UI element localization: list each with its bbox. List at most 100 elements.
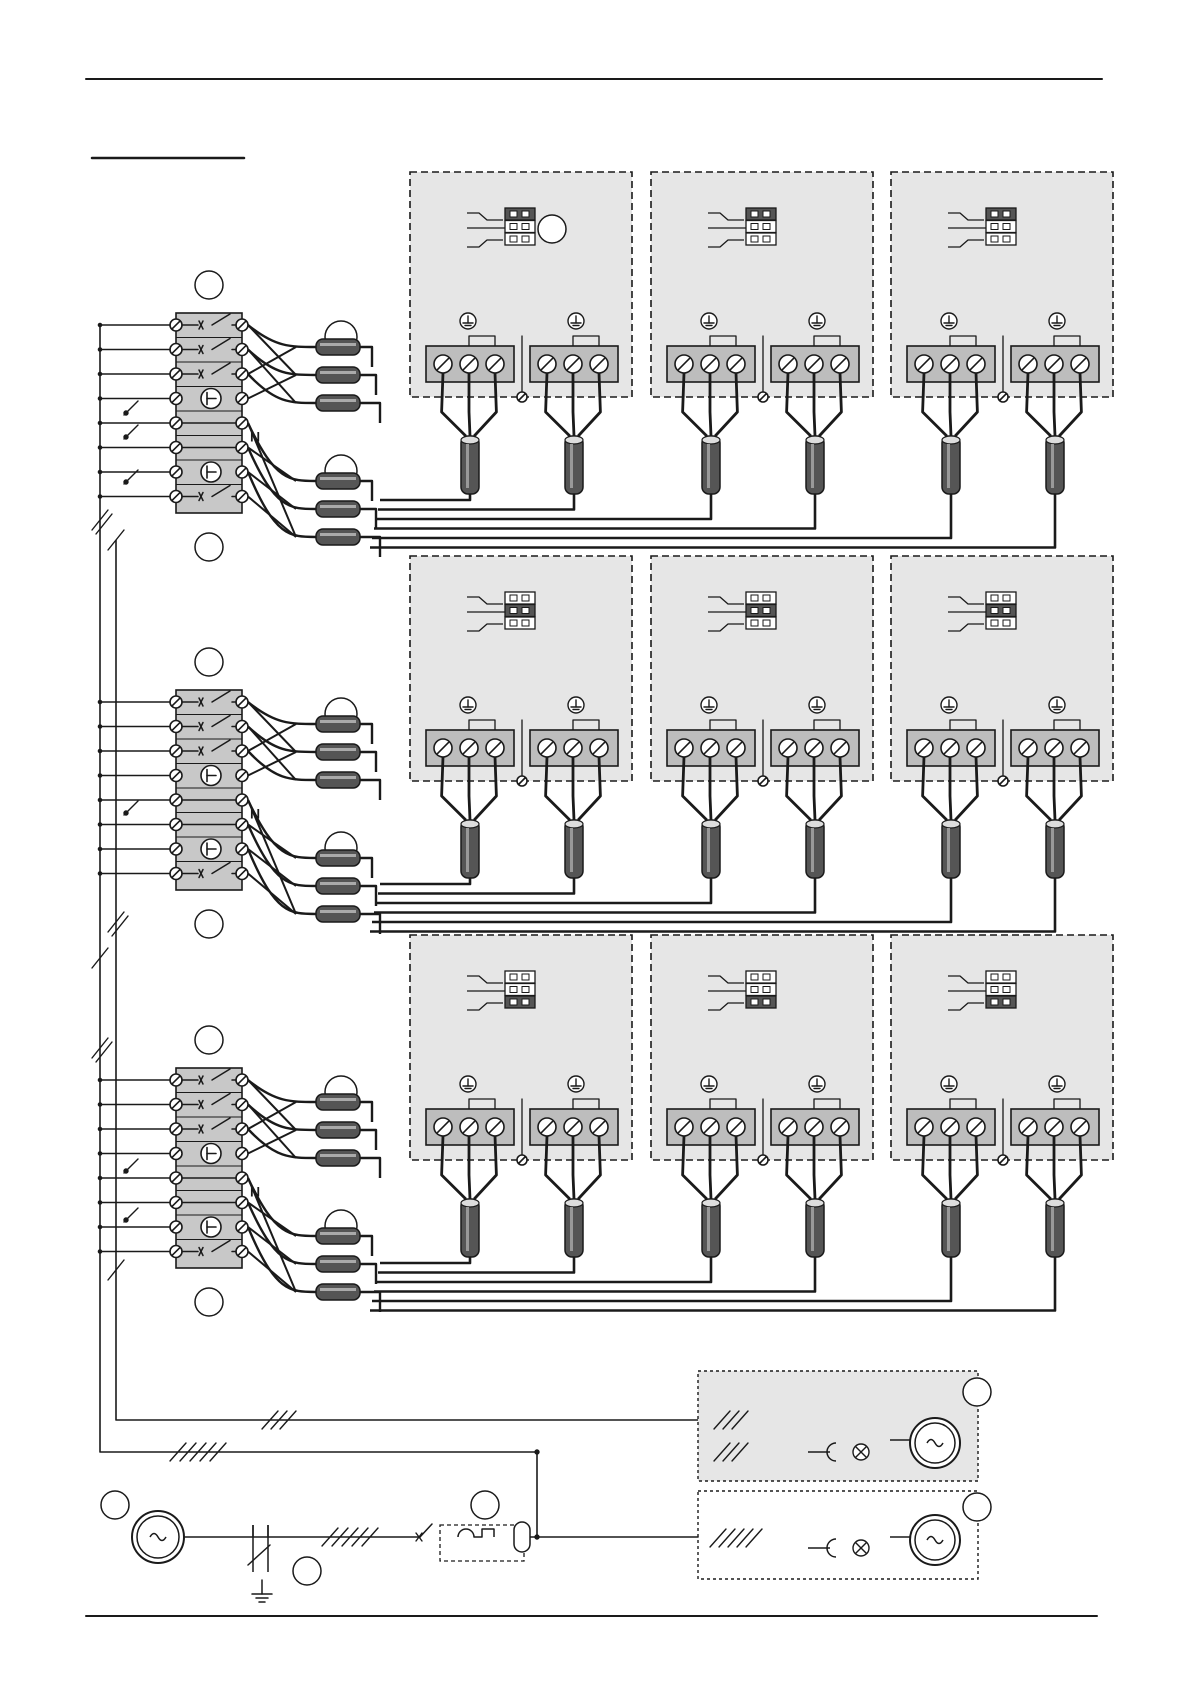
jumper-pin: [1003, 211, 1010, 217]
cable-core: [573, 757, 574, 820]
conductor-hatch: [322, 1528, 378, 1546]
jumper-pin: [751, 211, 758, 217]
jumper-pin: [522, 224, 529, 230]
screw-terminal-icon: [170, 1172, 182, 1184]
screw-terminal-icon: [758, 776, 768, 786]
cable-core: [950, 373, 951, 436]
jumper-pin: [1003, 595, 1010, 601]
screw-terminal-icon: [1019, 739, 1037, 757]
screw-terminal-icon: [831, 1118, 849, 1136]
screw-terminal-icon: [779, 355, 797, 373]
gland-body: [565, 436, 583, 494]
feed-cable: [378, 494, 574, 510]
junction-dot: [98, 323, 102, 327]
screw-terminal-icon: [758, 1155, 768, 1165]
ferrule-wire: [360, 347, 372, 367]
screw-terminal-icon: [170, 344, 182, 356]
terminal-block-2: [530, 720, 618, 878]
callout-circle: [195, 533, 223, 561]
screw-terminal-icon: [170, 1074, 182, 1086]
gland-shine: [1051, 828, 1054, 872]
jumper-pin: [510, 595, 517, 601]
fuse-cartridge: [514, 1522, 530, 1552]
ferrule: [316, 744, 360, 760]
cable-gland: [942, 1199, 960, 1257]
screw-terminal-icon: [486, 739, 504, 757]
cable-core: [1054, 1136, 1055, 1199]
terminal-block-1: [667, 336, 755, 494]
cross-wire: [248, 1178, 296, 1292]
callout-circle: [195, 910, 223, 938]
junction-dot: [98, 397, 102, 401]
jumper-pin: [763, 236, 770, 242]
cable-gland: [942, 436, 960, 494]
screw-terminal-icon: [170, 721, 182, 733]
cable-core: [469, 373, 470, 436]
junction-dot: [98, 1225, 102, 1229]
jumper-pin: [751, 224, 758, 230]
jumper-pin: [763, 595, 770, 601]
ferrule-shine: [320, 1260, 356, 1263]
jumper-pin: [751, 236, 758, 242]
screw-terminal-icon: [236, 368, 248, 380]
callout-circle: [963, 1493, 991, 1521]
screw-terminal-icon: [170, 1221, 182, 1233]
gland-body: [942, 820, 960, 878]
ground-icon: [1049, 1076, 1065, 1092]
cable-gland: [1046, 436, 1064, 494]
cable-core: [814, 757, 815, 820]
terminal-block-1: [426, 336, 514, 494]
callout-circle: [195, 648, 223, 676]
cable-gland: [565, 820, 583, 878]
gland-body: [806, 820, 824, 878]
gland-mouth: [702, 1199, 720, 1207]
screw-terminal-icon: [170, 770, 182, 782]
screw-terminal-icon: [517, 776, 527, 786]
strip-body: [176, 690, 242, 890]
ferrule-wire: [360, 481, 372, 501]
screw-terminal-icon: [236, 868, 248, 880]
screw-terminal-icon: [170, 491, 182, 503]
jumper-pin: [991, 620, 998, 626]
screw-terminal-icon: [538, 1118, 556, 1136]
junction-dot: [98, 1201, 102, 1205]
screw-terminal-icon: [675, 355, 693, 373]
terminal-strip-3: N: [98, 1026, 380, 1316]
jumper-pin: [1003, 987, 1010, 993]
junction-dot: [98, 421, 102, 425]
gland-shine: [811, 1207, 814, 1251]
junction-dot: [98, 470, 102, 474]
junction-dot: [535, 1450, 539, 1454]
screw-terminal-icon: [1071, 1118, 1089, 1136]
screw-terminal-icon: [564, 739, 582, 757]
junction-dot: [98, 823, 102, 827]
junction-dot: [98, 1127, 102, 1131]
screw-terminal-icon: [236, 491, 248, 503]
jumper-pin: [522, 236, 529, 242]
heater-unit-r1-c3: [891, 172, 1113, 494]
gland-body: [942, 1199, 960, 1257]
screw-terminal-icon: [236, 1246, 248, 1258]
gland-shine: [947, 1207, 950, 1251]
ferrule-wire: [360, 1130, 376, 1150]
terminal-strip-1: N: [98, 271, 380, 561]
feed-cable: [376, 494, 711, 519]
terminal-block-2: [530, 1099, 618, 1257]
cross-wire: [248, 423, 296, 537]
screw-terminal-icon: [434, 1118, 452, 1136]
jumper-pin: [522, 974, 529, 980]
junction-dot: [98, 798, 102, 802]
ferrule-wire: [248, 448, 316, 510]
screw-terminal-icon: [460, 1118, 478, 1136]
terminal-strips: NNN: [98, 271, 380, 1316]
feed-cable: [380, 878, 470, 884]
screw-terminal-icon: [915, 1118, 933, 1136]
ground-icon: [941, 313, 957, 329]
cable-core: [710, 1136, 711, 1199]
cable-gland: [1046, 820, 1064, 878]
gland-shine: [466, 444, 469, 488]
strip-body: [176, 313, 242, 513]
screw-terminal-icon: [915, 355, 933, 373]
cable-core: [950, 757, 951, 820]
